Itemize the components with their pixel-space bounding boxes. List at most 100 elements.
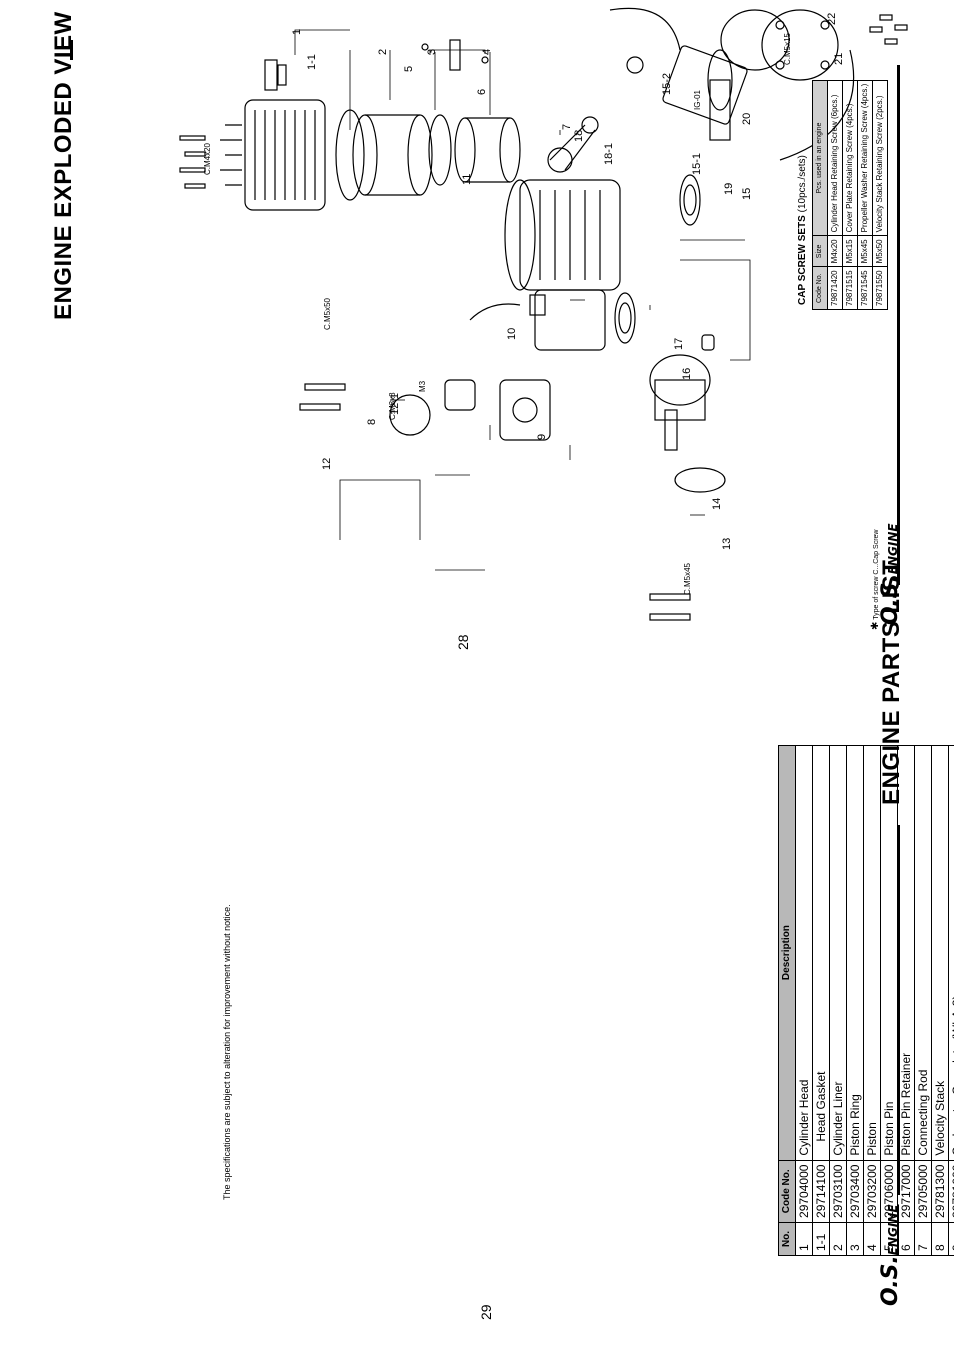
ignition-module-label: IG-01	[693, 89, 702, 110]
propeller-washer-part	[674, 467, 726, 493]
brand-os-text: O.S.	[878, 1255, 903, 1306]
part-code: 29781300	[931, 1160, 949, 1223]
screw-sets-title-wrap: CAP SCREW SETS (10pcs./sets)	[797, 155, 808, 305]
velocity-stack-screws	[299, 383, 346, 411]
part-description: Piston Ring	[846, 745, 864, 1161]
label-m3: M3	[418, 380, 427, 392]
label-19: 19	[723, 183, 735, 195]
label-8: 8	[366, 419, 378, 425]
label-cm3x8: C.M3x8	[388, 392, 397, 420]
table-row: 929781000Carburetor Complete (WLA-2)	[948, 745, 954, 1256]
piston-part	[454, 117, 521, 183]
velocity-stack-part	[389, 394, 431, 436]
screw-sets-subtitle: (10pcs./sets)	[797, 155, 808, 213]
label-18-1: 18-1	[603, 143, 615, 165]
part-description: Cylinder Liner	[829, 745, 847, 1161]
left-page-number: 29	[478, 1304, 494, 1320]
screw-desc: Propeller Washer Retaining Screw (4pcs.)	[857, 80, 873, 236]
header-description: Description	[778, 745, 796, 1161]
ball-bearing-r-part	[679, 174, 701, 226]
part-number: 1	[795, 1222, 813, 1256]
part-code: 29706000	[880, 1160, 898, 1223]
right-title-rule-2	[70, 40, 73, 60]
header-no: No.	[778, 1222, 796, 1256]
star-icon: ✱	[870, 621, 881, 630]
label-10: 10	[506, 328, 518, 340]
carburetor-insulator-part	[444, 379, 476, 411]
label-16: 16	[681, 368, 693, 380]
prop-screws	[649, 593, 691, 621]
label-9: 9	[536, 434, 548, 440]
screw-header-desc: Pcs. used in an engine	[812, 80, 828, 236]
cover-plate-part	[761, 9, 839, 81]
label-4: 4	[481, 49, 493, 55]
label-14: 14	[711, 498, 723, 510]
screw-desc: Cover Plate Retaining Screw (4pcs.)	[842, 80, 858, 236]
taper-collet-part	[701, 334, 715, 351]
screw-type-text: Type of screw C...Cap Screw	[873, 529, 880, 620]
crankcase-plug-part	[626, 56, 644, 74]
piston-ring-part	[428, 114, 452, 186]
ball-bearing-f-part	[614, 292, 636, 344]
header-code: Code No.	[778, 1160, 796, 1223]
crankcase-part	[504, 179, 621, 351]
part-description: Carburetor Complete (WLA-2)	[948, 745, 954, 1161]
label-cm5x45: C.M5x45	[683, 562, 692, 595]
screw-sets-table: Code No. Size Pcs. used in an engine 798…	[812, 80, 888, 310]
label-15: 15	[741, 188, 753, 200]
screw-code: 79871545	[857, 266, 873, 310]
part-code: 29703100	[829, 1160, 847, 1223]
part-number: 6	[897, 1222, 915, 1256]
label-6: 6	[476, 89, 488, 95]
part-code: 29703200	[863, 1160, 881, 1223]
label-1-1: 1-1	[306, 54, 318, 70]
part-description: Head Gasket	[812, 745, 830, 1161]
ignition-module-part	[609, 7, 855, 161]
right-page-title: ENGINE EXPLODED VIEW	[50, 11, 77, 320]
screw-desc: Velocity Stack Retaining Screw (2pcs.)	[872, 80, 888, 236]
cylinder-liner-part	[352, 114, 433, 196]
screw-header-code: Code No.	[812, 266, 828, 310]
rotation-sensor-part	[469, 294, 546, 321]
label-17: 17	[673, 338, 685, 350]
crankshaft-part	[707, 49, 733, 141]
screw-code: 79871550	[872, 266, 888, 310]
part-number: 5	[880, 1222, 898, 1256]
part-number: 7	[914, 1222, 932, 1256]
label-15-1: 15-1	[691, 153, 703, 175]
label-1: 1	[291, 29, 303, 35]
part-code: 29703400	[846, 1160, 864, 1223]
parts-table-header: No. Code No. Description	[778, 745, 796, 1256]
label-5: 5	[403, 66, 415, 72]
screw-code: 79871420	[827, 266, 843, 310]
part-description: Velocity Stack	[931, 745, 949, 1161]
part-description: Cylinder Head	[795, 745, 813, 1161]
label-13: 13	[721, 538, 733, 550]
spark-plug-part	[264, 59, 287, 91]
screw-code: 79871515	[842, 266, 858, 310]
label-18: 18	[573, 130, 585, 142]
part-number: 2	[829, 1222, 847, 1256]
label-12: 12	[321, 458, 333, 470]
part-number: 8	[931, 1222, 949, 1256]
connecting-rod-part	[547, 116, 599, 173]
screw-sets-table-wrap: Code No. Size Pcs. used in an engine 798…	[812, 80, 888, 310]
carburetor-part	[499, 379, 551, 441]
label-12-1: 12-1	[389, 393, 401, 415]
cover-plate-screws	[869, 14, 908, 45]
retainer-part	[481, 56, 489, 64]
cover-gasket-part	[720, 9, 790, 71]
label-cm5x50: C.M5x50	[323, 297, 332, 330]
exploded-view-diagram: 1 1-1 2 3 4 5 6 7 8 9 10 11 12 12-1 13 1…	[179, 7, 908, 621]
